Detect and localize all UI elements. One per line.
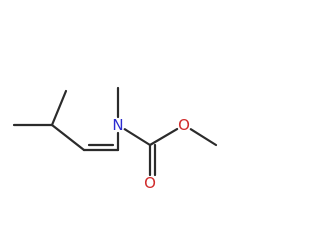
bond-c_ch3_top-c_ch — [50, 89, 68, 127]
atom-label-n: N — [112, 116, 123, 134]
bond-c_carbonyl-o_ester — [148, 127, 179, 147]
atom-label-o_carbonyl: O — [144, 174, 156, 192]
molecule-structure: N O O — [12, 86, 218, 192]
bond-o_ester-c_ome — [189, 128, 218, 147]
atom-label-o_ester: O — [178, 116, 190, 134]
atoms-layer: N O O — [112, 116, 190, 192]
bond-n-c_carbonyl — [123, 128, 152, 147]
bond-c_ch-c_vinyl1 — [50, 123, 86, 152]
bonds-layer — [12, 86, 218, 177]
